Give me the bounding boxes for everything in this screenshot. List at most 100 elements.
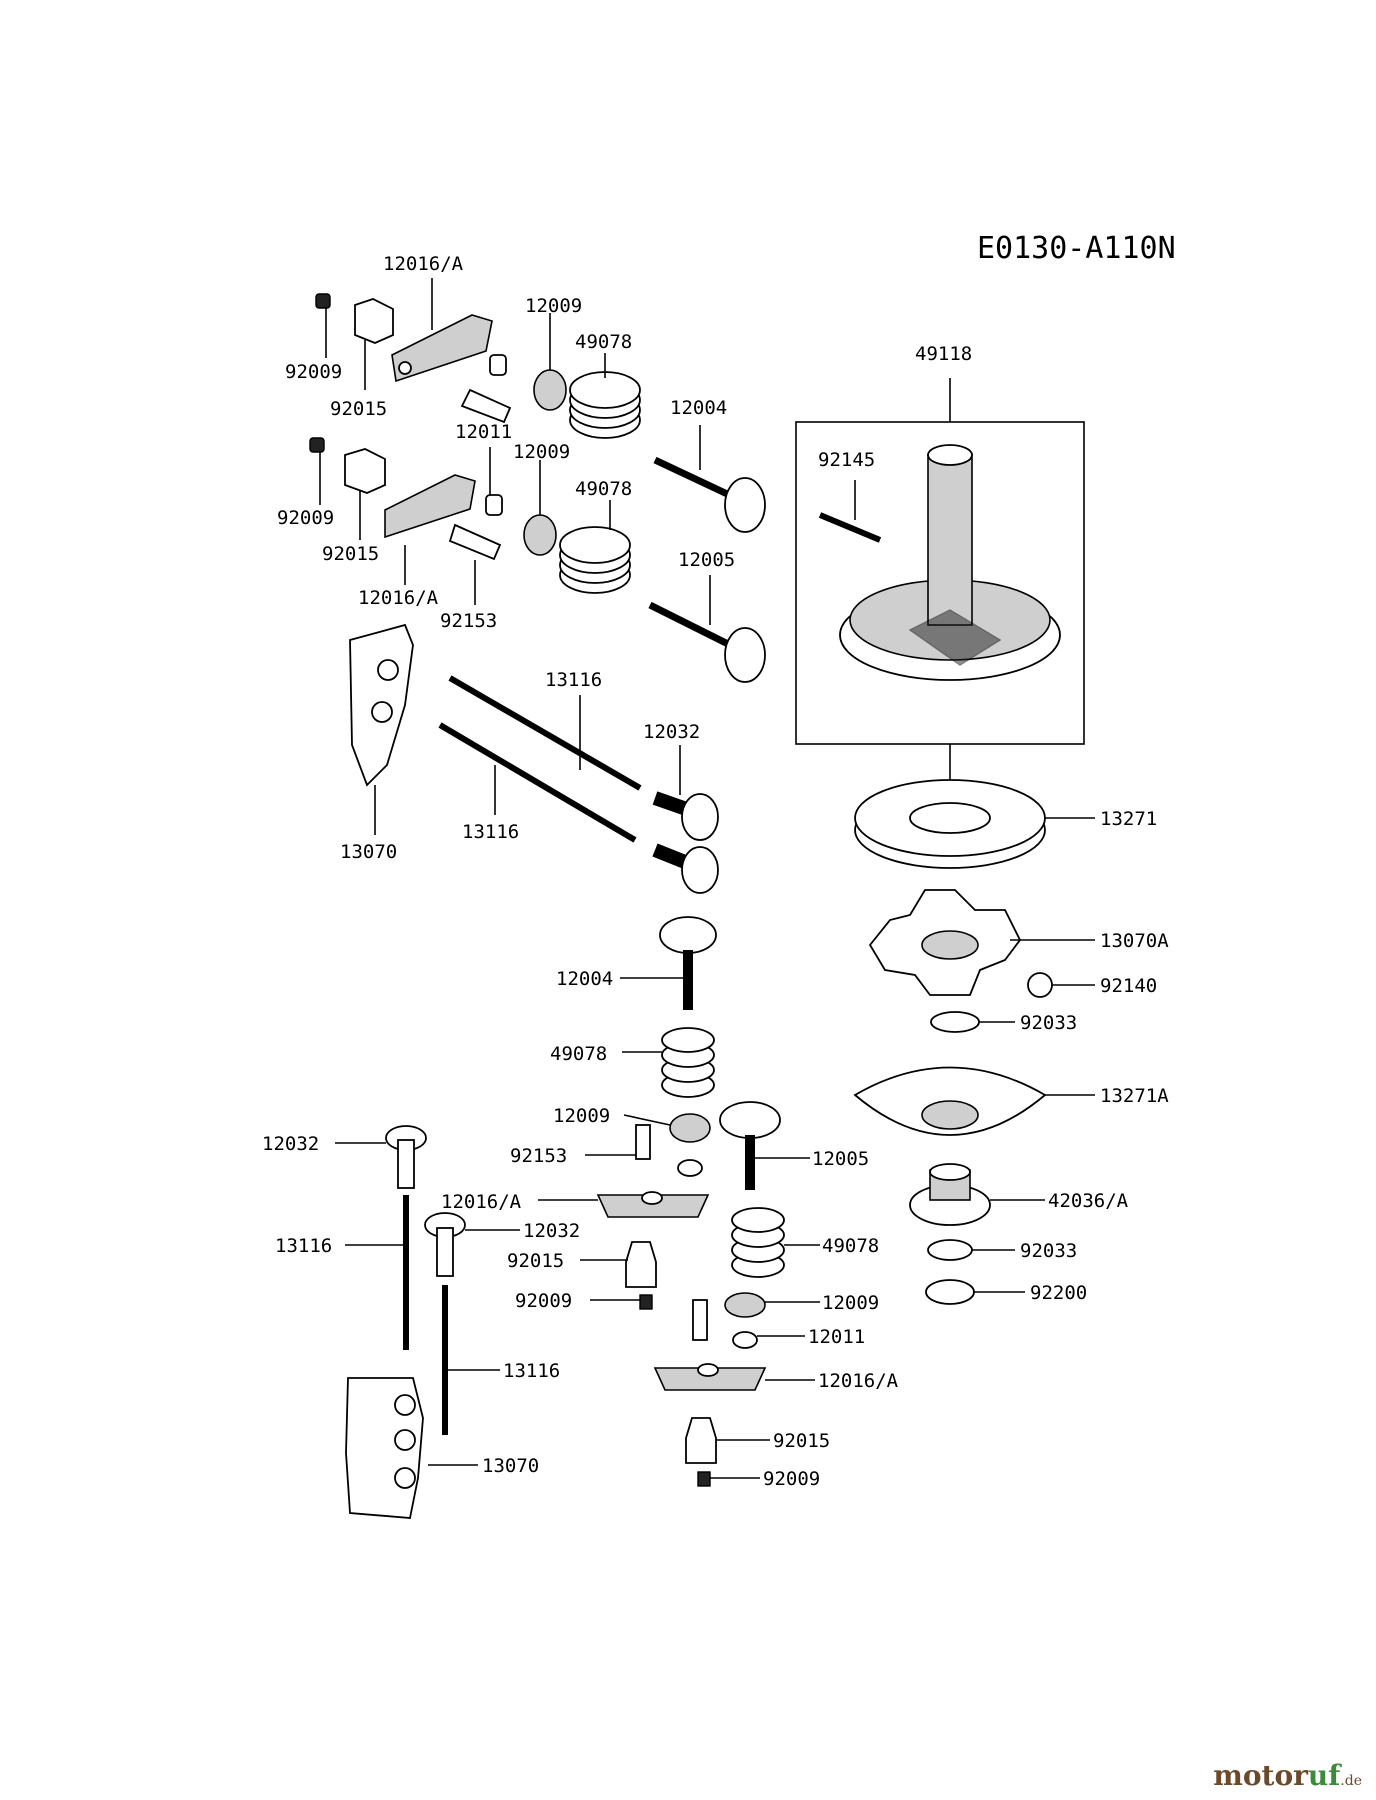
rocker-arm-upper-group xyxy=(315,278,766,533)
part-92009-mid xyxy=(309,437,325,453)
part-49078-upper xyxy=(569,371,641,439)
part-13116-upper-b xyxy=(438,722,637,843)
label-13116: 13116 xyxy=(545,669,602,691)
label-92015: 92015 xyxy=(322,543,379,565)
label-13070: 13070 xyxy=(340,841,397,863)
label-12005: 12005 xyxy=(678,549,735,571)
label-13271: 13271 xyxy=(1100,808,1157,830)
label-92009: 92009 xyxy=(515,1290,572,1312)
part-92015-upper xyxy=(354,298,394,344)
label-12009: 12009 xyxy=(525,295,582,317)
label-92015: 92015 xyxy=(773,1430,830,1452)
label-42036a: 42036/A xyxy=(1048,1190,1129,1212)
part-92015-lower xyxy=(625,1241,657,1288)
part-92015-mid xyxy=(344,448,386,494)
part-49118-camshaft xyxy=(839,444,1061,681)
label-12032: 12032 xyxy=(262,1133,319,1155)
part-12032-lower xyxy=(385,1125,427,1189)
part-12011-mid xyxy=(485,494,503,516)
label-12016a: 12016/A xyxy=(441,1191,522,1213)
part-92015-lower2 xyxy=(685,1417,717,1464)
part-49078-lower2 xyxy=(731,1207,785,1278)
part-92140-ball xyxy=(1027,972,1053,998)
part-12032-upper xyxy=(652,791,719,894)
part-92145-spring xyxy=(818,512,882,543)
label-92033: 92033 xyxy=(1020,1240,1077,1262)
label-92153: 92153 xyxy=(440,610,497,632)
part-92153-lower xyxy=(635,1124,651,1160)
plate-hole xyxy=(371,701,393,723)
part-12009-upper xyxy=(533,369,567,411)
label-92200: 92200 xyxy=(1030,1282,1087,1304)
part-12009-mid xyxy=(523,514,557,556)
label-92140: 92140 xyxy=(1100,975,1157,997)
label-49118: 49118 xyxy=(915,343,972,365)
plate-hole xyxy=(394,1467,416,1489)
camshaft-assembly-frame xyxy=(795,421,1085,745)
diagram-code: E0130-A110N xyxy=(977,231,1176,266)
part-12016a-upper xyxy=(391,314,493,383)
label-92015: 92015 xyxy=(330,398,387,420)
watermark-brand-b: uf xyxy=(1307,1759,1341,1792)
label-12005: 12005 xyxy=(812,1148,869,1170)
part-13271-washer xyxy=(854,779,1046,869)
label-12016a: 12016/A xyxy=(818,1370,899,1392)
part-12004-lower xyxy=(659,916,717,1010)
label-92033: 92033 xyxy=(1020,1012,1077,1034)
label-12016a: 12016/A xyxy=(383,253,464,275)
label-12004: 12004 xyxy=(670,397,727,419)
label-13070a: 13070A xyxy=(1100,930,1169,952)
label-13070: 13070 xyxy=(482,1455,539,1477)
part-42036a-gear xyxy=(909,1163,991,1226)
label-92009: 92009 xyxy=(277,507,334,529)
label-13116: 13116 xyxy=(275,1235,332,1257)
part-12011-upper xyxy=(489,354,507,376)
label-12009: 12009 xyxy=(513,441,570,463)
plate-hole xyxy=(394,1394,416,1416)
label-13116: 13116 xyxy=(462,821,519,843)
rocker-arm-lower-group xyxy=(309,437,766,683)
label-13271a: 13271A xyxy=(1100,1085,1169,1107)
label-12009: 12009 xyxy=(553,1105,610,1127)
label-92145: 92145 xyxy=(818,449,875,471)
watermark-logo: motoruf.de xyxy=(1213,1759,1362,1792)
label-12009: 12009 xyxy=(822,1292,879,1314)
label-92153: 92153 xyxy=(510,1145,567,1167)
label-12011: 12011 xyxy=(455,421,512,443)
part-12005-upper xyxy=(648,601,766,683)
watermark-brand-a: motor xyxy=(1213,1759,1308,1792)
label-12004: 12004 xyxy=(556,968,613,990)
part-12016a-lower xyxy=(596,1191,710,1218)
plate-hole xyxy=(394,1429,416,1451)
part-12016a-lower2 xyxy=(653,1363,767,1391)
rocker-hole xyxy=(398,361,412,375)
part-92153-upper xyxy=(460,388,512,424)
label-12011: 12011 xyxy=(808,1326,865,1348)
part-92200-washer xyxy=(925,1279,975,1305)
watermark-tld: .de xyxy=(1340,1773,1362,1789)
part-12005-lower xyxy=(719,1101,781,1190)
label-12016a: 12016/A xyxy=(358,587,439,609)
part-13070a-governor xyxy=(868,889,1022,996)
part-13116-upper-a xyxy=(448,675,642,791)
part-12009-lower2 xyxy=(724,1292,766,1318)
label-13116: 13116 xyxy=(503,1360,560,1382)
part-12011-lower xyxy=(677,1159,703,1177)
part-92153-lower2 xyxy=(692,1299,708,1341)
plate-hole xyxy=(377,659,399,681)
part-92009-lower2 xyxy=(697,1471,711,1487)
part-13271a-cup xyxy=(853,1066,1047,1136)
label-49078: 49078 xyxy=(575,331,632,353)
part-92009-lower xyxy=(639,1294,653,1310)
label-49078: 49078 xyxy=(822,1235,879,1257)
part-12032-lower2 xyxy=(424,1212,466,1277)
label-92009: 92009 xyxy=(763,1468,820,1490)
label-49078: 49078 xyxy=(575,478,632,500)
part-92009-upper xyxy=(315,293,331,309)
part-92033-clip-b xyxy=(927,1239,973,1261)
part-92033-clip-a xyxy=(930,1011,980,1033)
label-49078: 49078 xyxy=(550,1043,607,1065)
part-12016a-mid xyxy=(384,474,476,539)
label-92009: 92009 xyxy=(285,361,342,383)
